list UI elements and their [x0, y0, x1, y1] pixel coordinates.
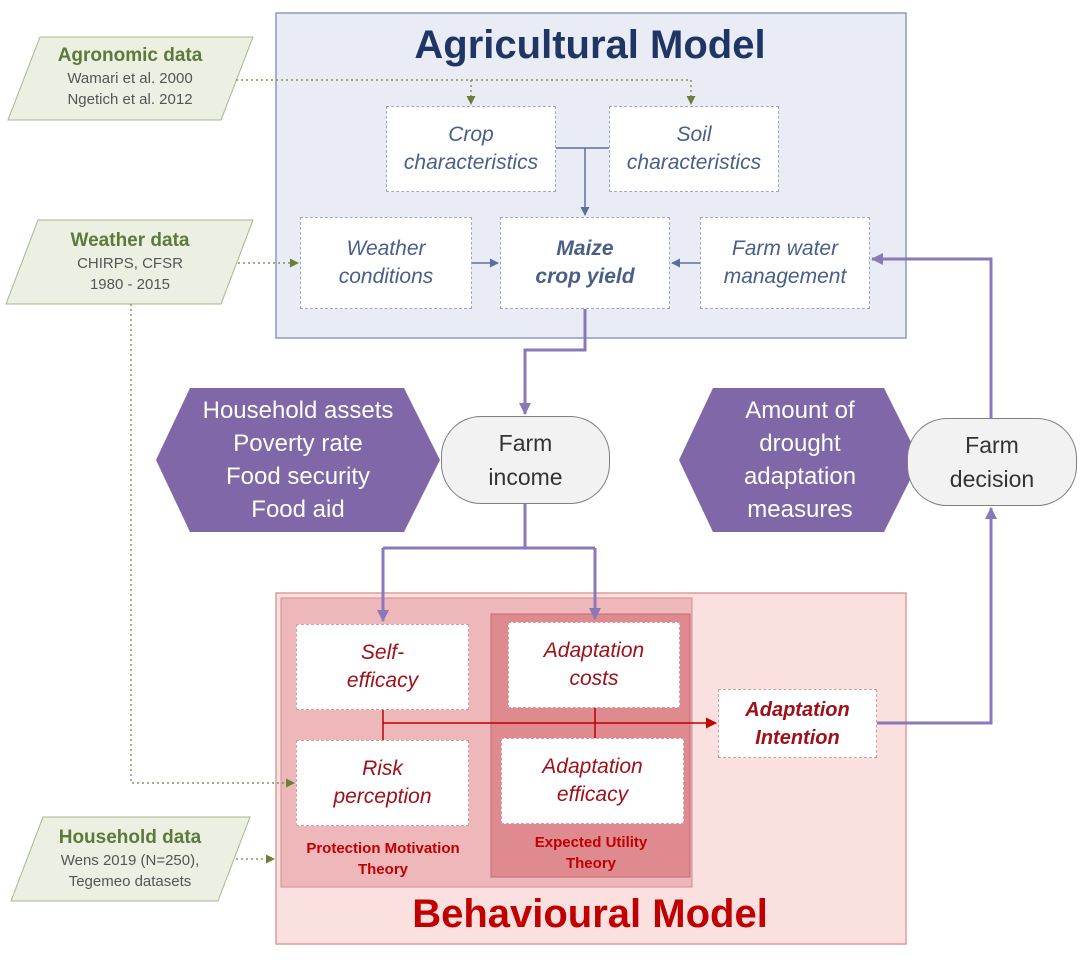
adaptation-intention-node: Adaptation Intention	[718, 689, 877, 758]
intention-to-decision-arrow	[877, 507, 997, 725]
drought-measures-hexagon	[679, 388, 920, 532]
protection-motivation-theory-label: Protection Motivation Theory	[306, 840, 460, 878]
income-branch-line	[383, 504, 595, 550]
household-data-title: Household data	[58, 827, 202, 848]
agronomic-data-source: Agronomic data Wamari et al. 2000 Ngetic…	[30, 44, 230, 110]
adaptation-efficacy-node: Adaptation efficacy	[501, 738, 684, 824]
household-data-line-1: Wens 2019 (N=250),	[60, 852, 200, 869]
agronomic-data-line-2: Ngetich et al. 2012	[67, 91, 193, 108]
drought-measures-label: Amount of drought adaptation measures	[743, 397, 857, 523]
household-data-shape	[10, 816, 251, 902]
adaptation-costs-node: Adaptation costs	[508, 622, 680, 708]
weather-data-line-1: CHIRPS, CFSR	[77, 255, 183, 272]
household-data-line-2: Tegemeo datasets	[68, 873, 192, 890]
farm-water-management-node: Farm water management	[700, 217, 870, 309]
weather-data-source: Weather data CHIRPS, CFSR 1980 - 2015	[30, 229, 230, 295]
weather-data-shape	[5, 219, 254, 305]
farm-decision-node: Farm decision	[907, 418, 1077, 506]
weather-to-risk-perception-arrow	[130, 304, 295, 788]
risk-perception-node: Risk perception	[296, 740, 469, 826]
weather-conditions-node: Weather conditions	[300, 217, 472, 309]
soil-characteristics-node: Soil characteristics	[609, 106, 779, 192]
household-outputs-hexagon	[156, 388, 440, 532]
maize-crop-yield-node: Maize crop yield	[500, 217, 670, 309]
farm-income-node: Farm income	[441, 416, 610, 504]
decision-to-water-arrow	[871, 253, 993, 418]
household-outputs-label: Household assets Poverty rate Food secur…	[202, 397, 394, 523]
agricultural-model-title: Agricultural Model	[414, 22, 766, 67]
crop-characteristics-node: Crop characteristics	[386, 106, 556, 192]
agronomic-data-title: Agronomic data	[57, 45, 203, 66]
behavioural-model-title: Behavioural Model	[412, 891, 768, 936]
household-data-source: Household data Wens 2019 (N=250), Tegeme…	[30, 826, 230, 892]
agronomic-data-line-1: Wamari et al. 2000	[67, 70, 193, 87]
expected-utility-theory-label: Expected Utility Theory	[534, 834, 648, 872]
self-efficacy-node: Self- efficacy	[296, 624, 469, 710]
yield-to-income-arrow	[519, 309, 587, 415]
weather-data-title: Weather data	[70, 230, 190, 251]
agronomic-data-shape	[7, 36, 254, 121]
weather-data-line-2: 1980 - 2015	[89, 276, 171, 293]
